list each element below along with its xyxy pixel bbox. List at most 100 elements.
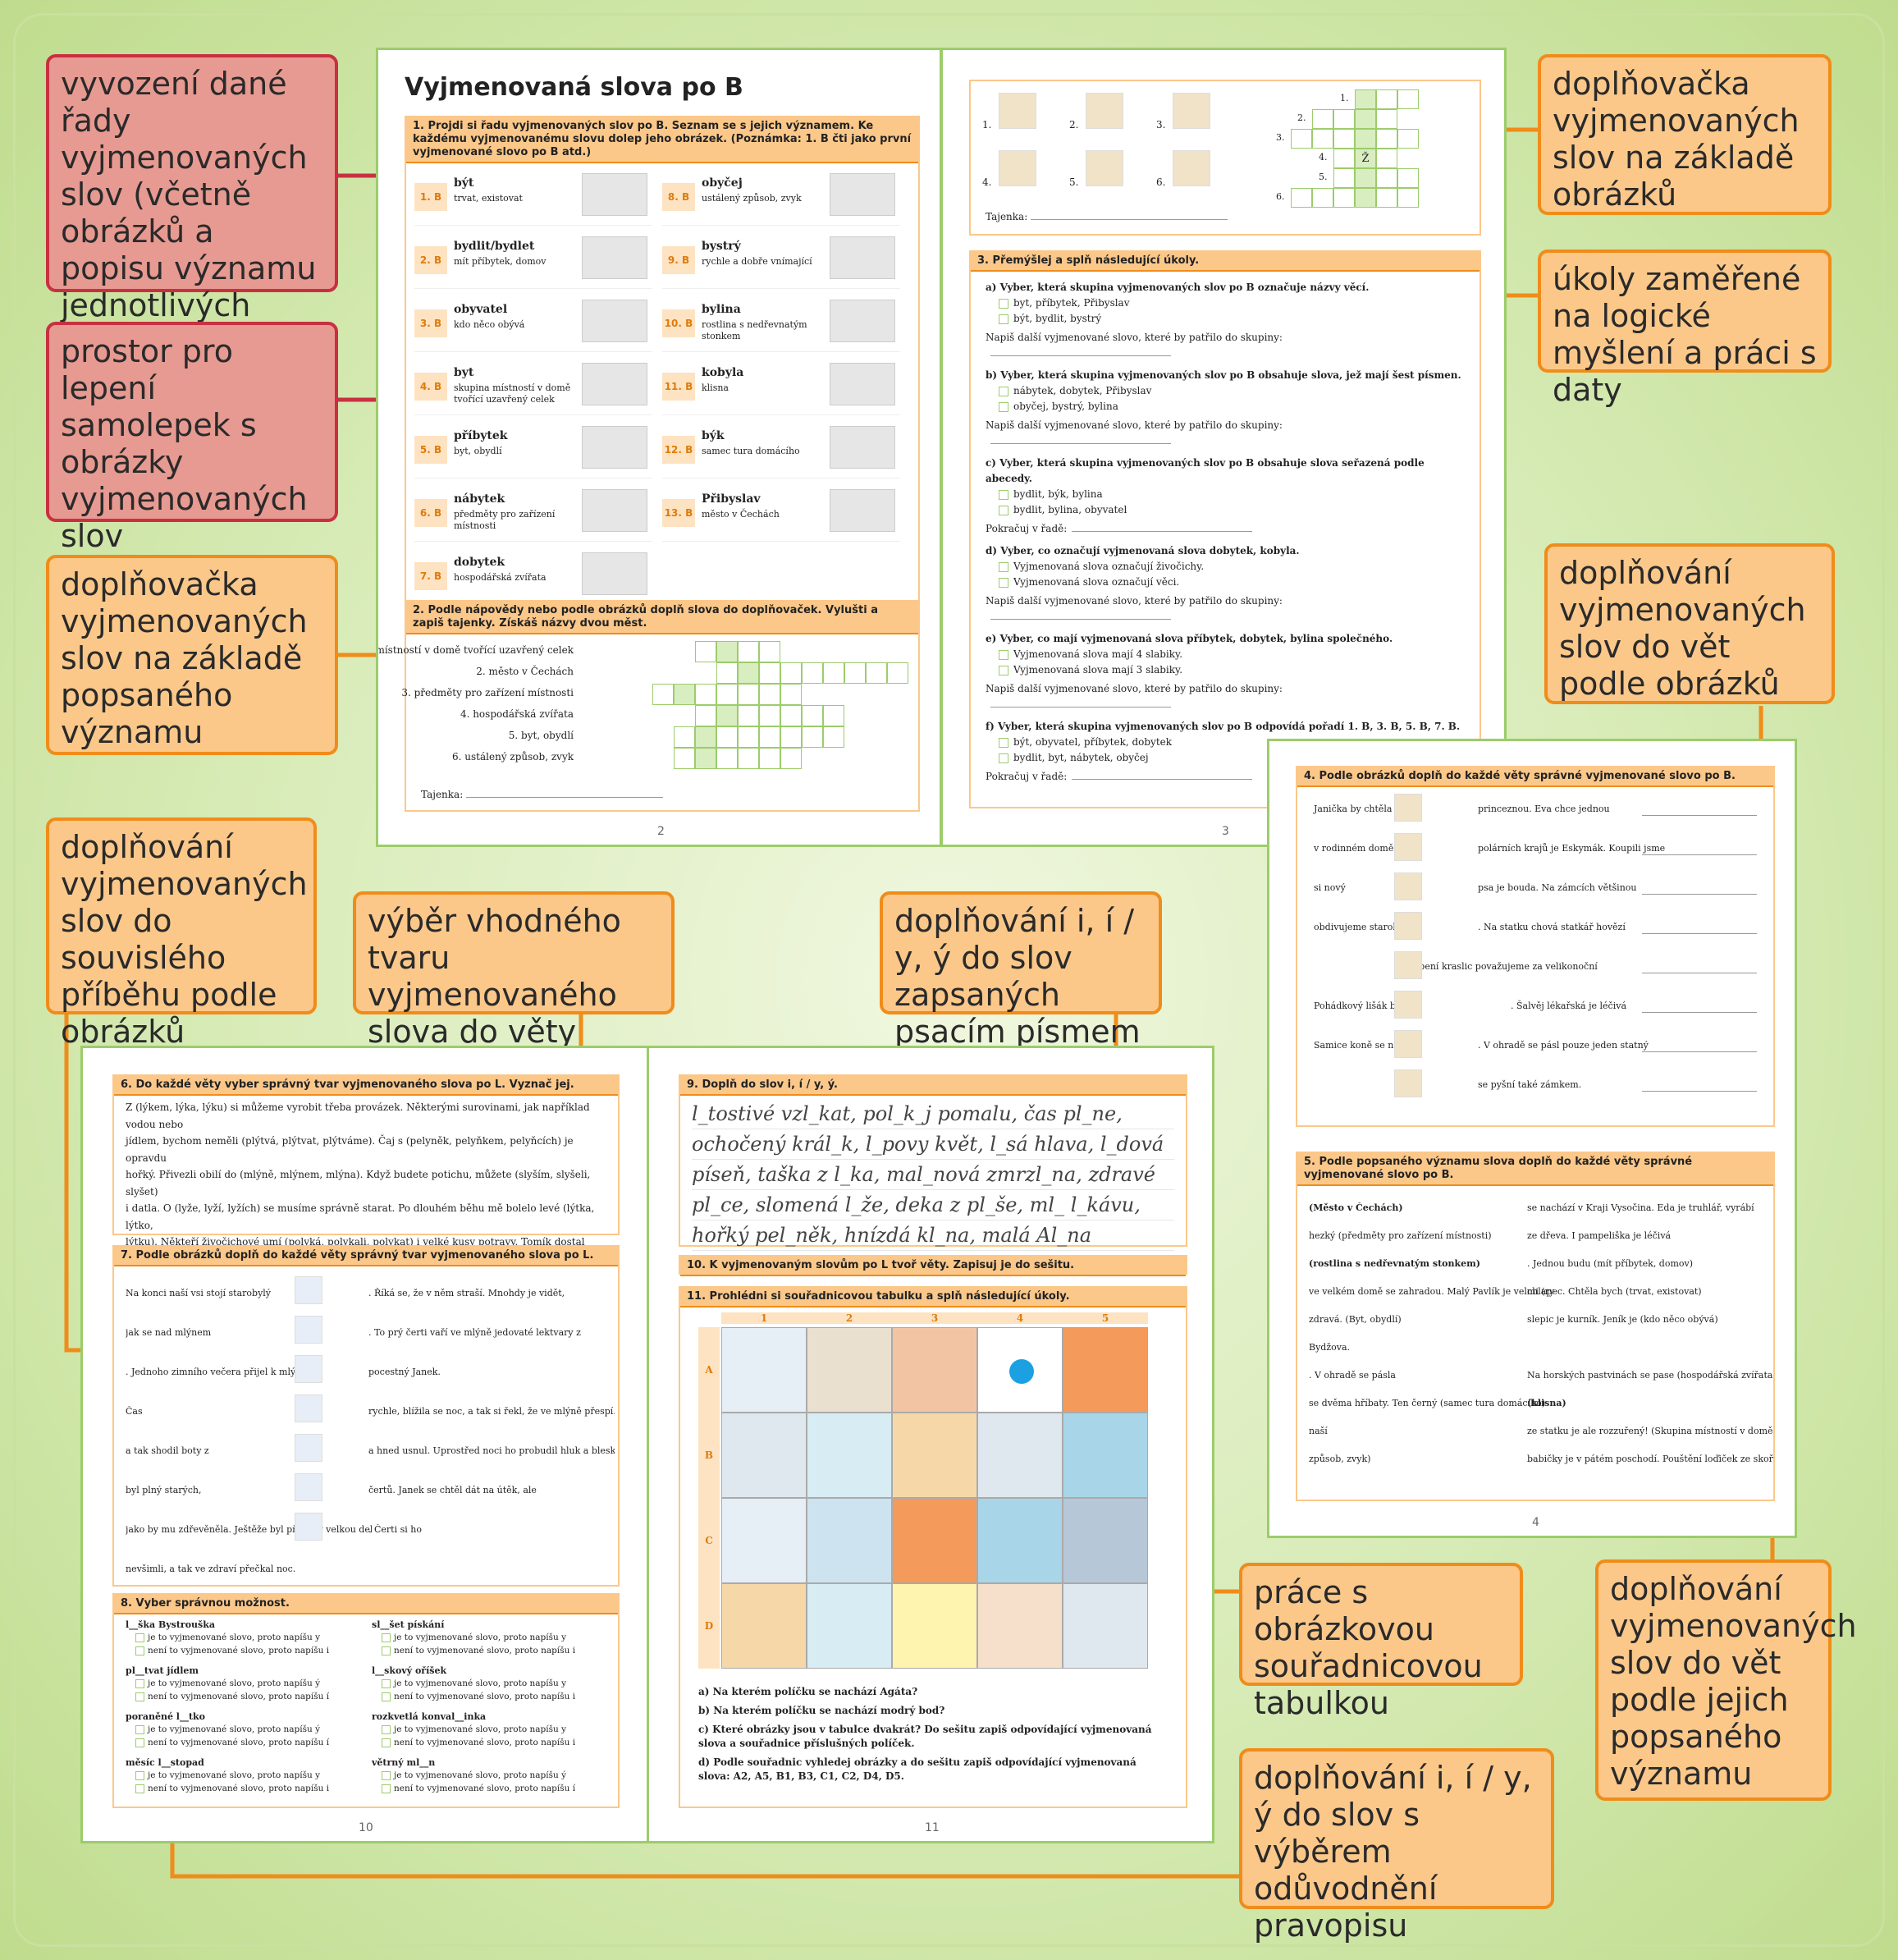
checkbox[interactable] [135,1770,144,1780]
checkbox[interactable] [999,561,1008,572]
choice-option[interactable]: je to vyjmenované slovo, proto napíšu y [382,1633,566,1642]
option[interactable]: Vyjmenovaná slova mají 3 slabiky. [986,662,1465,678]
choice-option[interactable]: není to vyjmenované slovo, proto napíšu … [135,1692,329,1701]
crossword-cell[interactable] [759,662,780,684]
crossword-cell[interactable] [1312,109,1333,129]
crossword-cell[interactable] [1376,188,1397,208]
crossword-cell[interactable] [652,684,674,705]
option[interactable]: Vyjmenovaná slova mají 4 slabiky. [986,647,1465,662]
choice-option[interactable]: je to vyjmenované slovo, proto napíšu y [382,1724,566,1734]
answer-blank[interactable] [1072,779,1253,780]
option[interactable]: bydlit, býk, bylina [986,487,1465,502]
choice-option[interactable]: není to vyjmenované slovo, proto napíšu … [382,1784,575,1793]
choice-option[interactable]: je to vyjmenované slovo, proto napíšu y [135,1770,320,1780]
choice-option[interactable]: je to vyjmenované slovo, proto napíšu ý [135,1724,320,1734]
crossword-cell[interactable] [695,748,716,769]
table-cell[interactable] [807,1583,892,1669]
crossword-cell[interactable] [1376,109,1397,129]
checkbox[interactable] [135,1738,144,1747]
answer-blank[interactable] [990,355,1171,356]
crossword-cell[interactable] [674,726,695,748]
answer-blank[interactable] [1642,1051,1757,1052]
crossword-cell[interactable] [738,662,759,684]
crossword-cell[interactable] [802,662,823,684]
table-cell[interactable] [807,1413,892,1498]
answer-blank[interactable] [1072,531,1253,532]
checkbox[interactable] [999,386,1008,396]
answer-blank[interactable] [1642,894,1757,895]
crossword-cell[interactable] [759,641,780,662]
crossword-cell[interactable] [802,705,823,726]
answer-line[interactable]: Pokračuj v řadě: [986,769,1465,785]
option[interactable]: být, obyvatel, příbytek, dobytek [986,735,1465,750]
checkbox[interactable] [999,489,1008,500]
crossword-cell[interactable] [1355,109,1376,129]
checkbox[interactable] [999,737,1008,748]
table-cell[interactable] [977,1327,1063,1413]
crossword-cell[interactable] [716,726,738,748]
checkbox[interactable] [135,1724,144,1734]
crossword-cell[interactable] [716,684,738,705]
choice-option[interactable]: je to vyjmenované slovo, proto napíšu y [135,1633,320,1642]
crossword-cell[interactable] [1376,168,1397,188]
crossword-cell[interactable] [1333,149,1355,168]
crossword-cell[interactable] [823,662,844,684]
crossword-cell[interactable] [844,662,866,684]
answer-blank[interactable] [1642,815,1757,816]
crossword-cell[interactable] [1355,129,1376,149]
checkbox[interactable] [135,1633,144,1642]
crossword-cell[interactable] [716,748,738,769]
table-cell[interactable] [807,1327,892,1413]
checkbox[interactable] [382,1678,391,1688]
checkbox[interactable] [382,1724,391,1734]
answer-blank[interactable] [990,443,1171,444]
choice-option[interactable]: není to vyjmenované slovo, proto napíšu … [382,1646,575,1655]
option[interactable]: obyčej, bystrý, bylina [986,399,1465,414]
answer-blank[interactable] [1642,854,1757,855]
crossword-cell[interactable] [1397,188,1419,208]
crossword-cell[interactable] [1397,129,1419,149]
checkbox[interactable] [999,298,1008,309]
crossword-cell[interactable] [1397,168,1419,188]
crossword-cell[interactable] [674,748,695,769]
table-cell[interactable] [977,1583,1063,1669]
table-cell[interactable] [1063,1327,1148,1413]
choice-option[interactable]: není to vyjmenované slovo, proto napíšu … [382,1692,575,1701]
table-cell[interactable] [721,1498,807,1583]
choice-option[interactable]: není to vyjmenované slovo, proto napíšu … [135,1784,329,1793]
checkbox[interactable] [999,577,1008,588]
choice-option[interactable]: není to vyjmenované slovo, proto napíšu … [382,1738,575,1747]
crossword-cell[interactable] [1355,89,1376,109]
crossword-cell[interactable]: Ž [1355,149,1376,168]
crossword-cell[interactable] [823,726,844,748]
answer-blank[interactable] [990,619,1171,620]
crossword-cell[interactable] [1333,188,1355,208]
checkbox[interactable] [999,753,1008,763]
crossword-cell[interactable] [695,641,716,662]
checkbox[interactable] [999,314,1008,324]
crossword-cell[interactable] [1333,129,1355,149]
crossword-cell[interactable] [802,726,823,748]
answer-blank[interactable] [1642,1091,1757,1092]
table-cell[interactable] [721,1327,807,1413]
checkbox[interactable] [135,1784,144,1793]
crossword-cell[interactable] [1333,168,1355,188]
choice-option[interactable]: není to vyjmenované slovo, proto napíšu … [135,1738,329,1747]
crossword-cell[interactable] [866,662,887,684]
table-cell[interactable] [977,1498,1063,1583]
crossword-cell[interactable] [1291,129,1312,149]
table-cell[interactable] [977,1413,1063,1498]
crossword-cell[interactable] [738,705,759,726]
crossword-cell[interactable] [1333,109,1355,129]
crossword-cell[interactable] [738,726,759,748]
answer-line[interactable]: Napiš další vyjmenované slovo, které by … [986,418,1465,449]
checkbox[interactable] [999,665,1008,675]
crossword-cell[interactable] [1397,89,1419,109]
crossword-cell[interactable] [738,684,759,705]
table-cell[interactable] [1063,1498,1148,1583]
table-cell[interactable] [892,1498,977,1583]
table-cell[interactable] [1063,1583,1148,1669]
crossword-cell[interactable] [716,705,738,726]
table-cell[interactable] [892,1583,977,1669]
crossword-cell[interactable] [780,705,802,726]
